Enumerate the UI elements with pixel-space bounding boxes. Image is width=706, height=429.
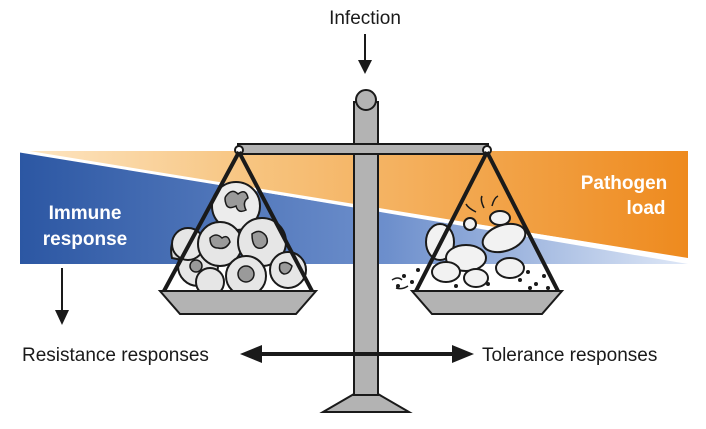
right-pan [409,151,565,315]
double-arrow [240,345,474,363]
immune-cells-cluster [170,181,307,297]
left-pan [157,151,319,315]
infection-label: Infection [329,8,401,29]
pathogen-label-line2: load [626,198,665,219]
pathogen-label-line1: Pathogen [581,173,668,194]
infection-arrow [358,34,372,74]
tolerance-label: Tolerance responses [482,345,657,366]
scale-stand [234,89,492,413]
resistance-label: Resistance responses [22,345,209,366]
resistance-down-arrow [55,268,69,325]
immune-label-line1: Immune [49,203,122,224]
immune-label-line2: response [43,229,127,250]
pathogen-cluster [391,195,550,290]
